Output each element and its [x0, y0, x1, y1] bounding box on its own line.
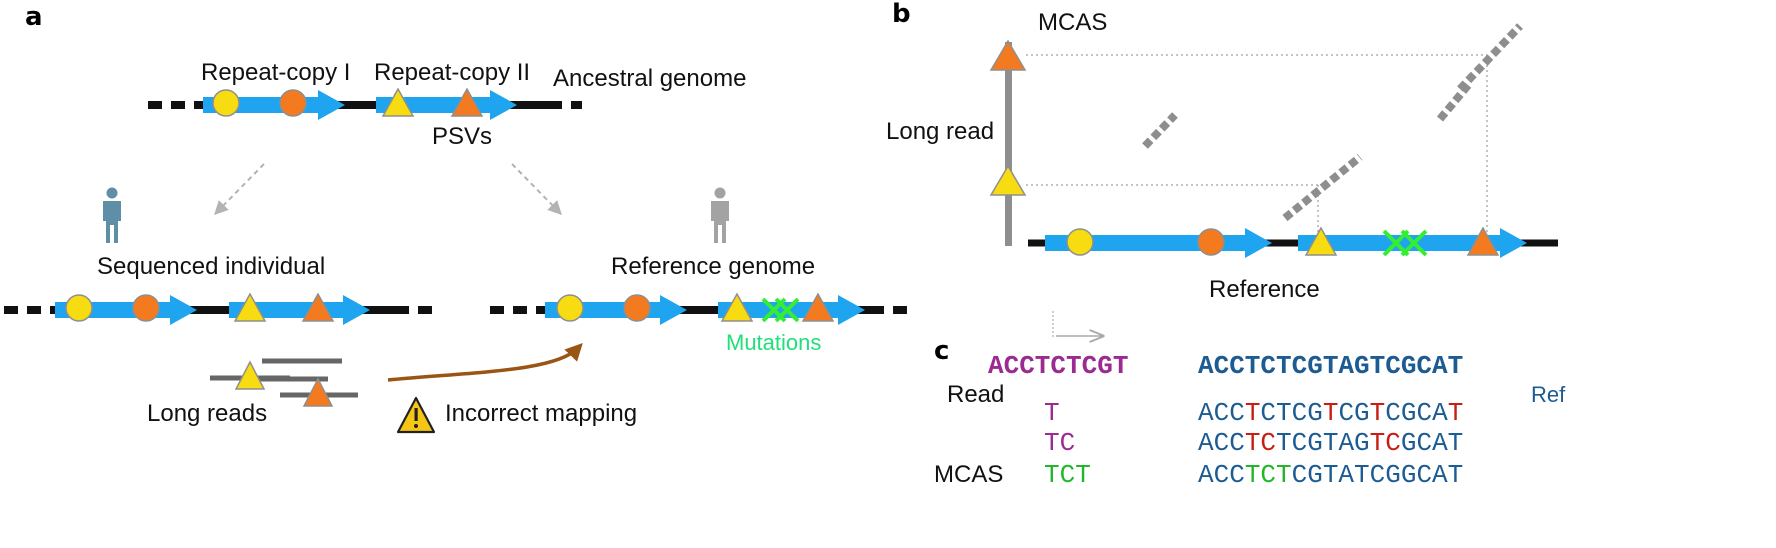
reference-genome-track: [490, 292, 914, 325]
psv-triangle-orange: [450, 87, 484, 117]
sequence-segment: CG: [1338, 398, 1369, 428]
ref-sequence: ACCTCTCGTAGTCGCAT: [1198, 351, 1463, 381]
ref-alignment-rows: ACCTCTCGTCGTCGCATACCTCTCGTAGTCGCATACCTCT…: [1198, 398, 1463, 490]
dot-plot-diagonals: [1142, 23, 1523, 222]
ancestral-genome-track: [148, 87, 582, 120]
read-row-2: TC: [1044, 428, 1075, 458]
sequenced-individual-label: Sequenced individual: [97, 253, 325, 280]
ref-row-1: ACCTCTCGTCGTCGCAT: [1198, 398, 1463, 428]
descent-arrow-right: [511, 163, 562, 216]
sequence-segment: ACC: [1198, 460, 1245, 490]
psv-triangle-yellow: [381, 87, 415, 117]
sequence-segment: T: [1370, 398, 1386, 428]
descent-arrow-left: [214, 163, 265, 216]
panel-c-letter: c: [934, 336, 949, 366]
sequence-segment: CGTATCGGCAT: [1292, 460, 1464, 490]
sequence-segment: TCGTAG: [1276, 428, 1370, 458]
repeat-copy-1-label: Repeat-copy I: [201, 59, 350, 86]
mcas-top-label: MCAS: [1038, 9, 1107, 36]
psvs-label: PSVs: [432, 123, 492, 150]
incorrect-mapping-label: Incorrect mapping: [445, 400, 637, 427]
psv-circle-orange: [279, 89, 307, 117]
panel-b: b MCAS Long read Reference: [886, 0, 1558, 303]
read-row-1: T: [1044, 398, 1060, 428]
read-row-3: TCT: [1044, 460, 1091, 490]
person-icon: [103, 187, 121, 243]
repeat-copy-2-label: Repeat-copy II: [374, 59, 530, 86]
sequence-segment: TC: [1044, 428, 1075, 458]
sequence-segment: T: [1245, 398, 1261, 428]
reference-label: Reference: [1209, 276, 1320, 303]
mutation-x-marks: [761, 297, 800, 323]
read-sequence: ACCTCTCGT: [988, 351, 1128, 381]
sequence-segment: ACC: [1198, 398, 1245, 428]
sequence-segment: GCAT: [1401, 428, 1463, 458]
psv-circle-yellow: [212, 89, 240, 117]
sequence-segment: TC: [1370, 428, 1401, 458]
read-triangle-yellow: [989, 164, 1027, 196]
sequence-segment: CTCG: [1260, 398, 1322, 428]
long-read-bar: [1005, 42, 1012, 246]
panel-a-letter: a: [25, 2, 43, 32]
sequenced-genome-track: [4, 292, 432, 325]
ref-row-2: ACCTCTCGTAGTCGCAT: [1198, 428, 1463, 458]
long-reads-label: Long reads: [147, 400, 267, 427]
ancestral-genome-label: Ancestral genome: [553, 65, 746, 92]
incorrect-mapping-arrow: [387, 342, 583, 382]
sequence-segment: T: [1044, 398, 1060, 428]
panel-a: a Repeat-copy I Repeat-copy II Ancestral…: [4, 2, 914, 434]
person-icon: [711, 187, 729, 243]
sequence-segment: ACC: [1198, 428, 1245, 458]
sequence-segment: T: [1448, 398, 1464, 428]
read-label: Read: [947, 381, 1004, 408]
sequence-segment: CGCA: [1385, 398, 1448, 428]
long-read-label: Long read: [886, 118, 994, 145]
sequence-segment: TC: [1245, 428, 1276, 458]
mcas-label: MCAS: [934, 461, 1003, 488]
mutations-label: Mutations: [726, 330, 821, 355]
panel-c: c ACCTCTCGT ACCTCTCGTAGTCGCAT Read Ref M…: [934, 311, 1566, 490]
reference-genome-label: Reference genome: [611, 253, 815, 280]
panel-b-letter: b: [892, 0, 911, 29]
long-reads-group: [210, 358, 358, 407]
sequence-segment: TCT: [1245, 460, 1292, 490]
warning-icon: [396, 396, 436, 434]
dot-guides: [1026, 54, 1488, 232]
sequence-segment: TCT: [1044, 460, 1091, 490]
ref-row-3: ACCTCTCGTATCGGCAT: [1198, 460, 1463, 490]
panel-b-reference-track: [1028, 226, 1558, 258]
sequence-segment: T: [1323, 398, 1339, 428]
ref-label: Ref: [1531, 382, 1566, 407]
read-triangle-orange: [989, 39, 1027, 71]
